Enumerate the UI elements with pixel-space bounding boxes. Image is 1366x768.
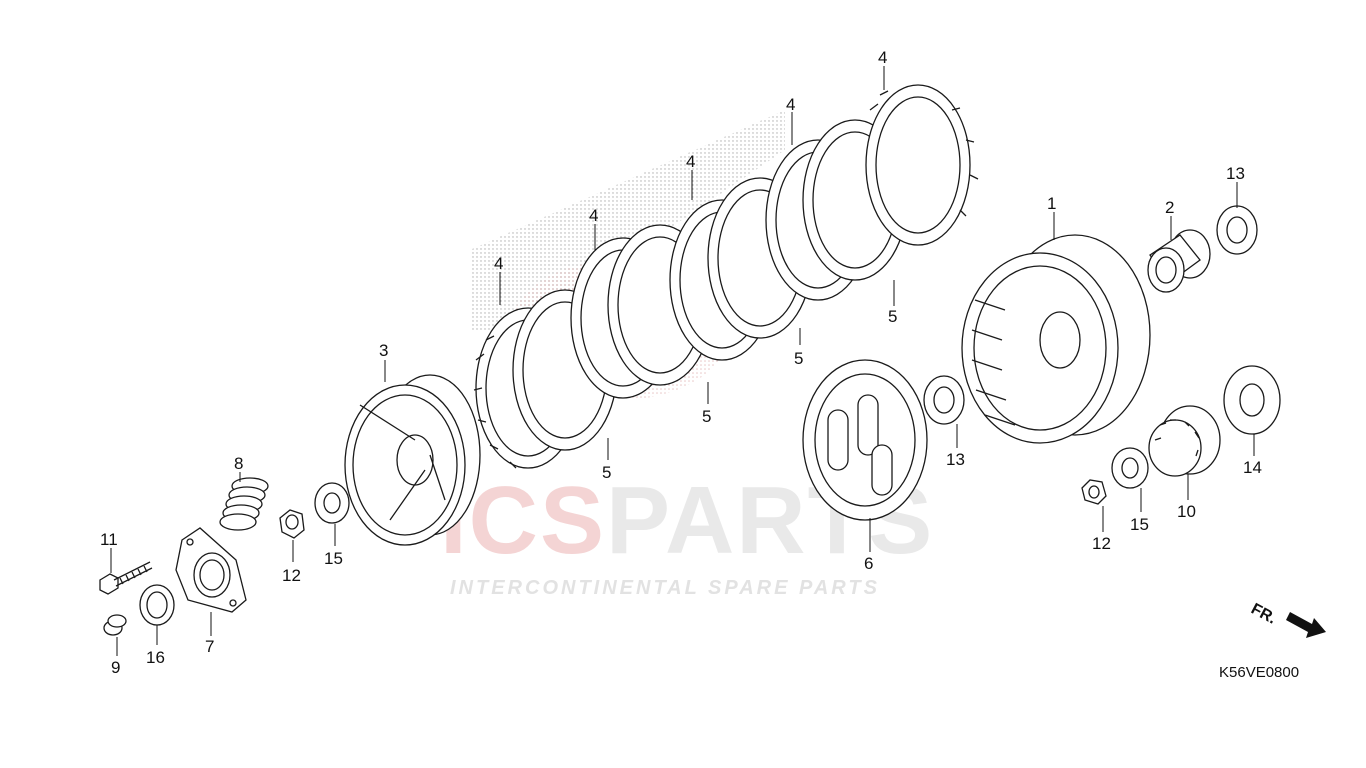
friction-plate-4e	[866, 85, 970, 245]
callout-15a: 15	[324, 549, 343, 568]
callout-1: 1	[1047, 194, 1056, 213]
part-15-washer-left	[315, 483, 349, 523]
callout-4a: 4	[494, 254, 503, 273]
clutch-plate-stack	[474, 85, 978, 468]
part-8-spring	[220, 478, 268, 530]
watermark-tagline: INTERCONTINENTAL SPARE PARTS	[450, 577, 880, 599]
callout-14: 14	[1243, 458, 1262, 477]
front-marker-label: FR.	[1248, 601, 1279, 628]
callout-16: 16	[146, 648, 165, 667]
part-12-nut-left	[280, 510, 304, 538]
part-11-bolt	[100, 562, 152, 594]
part-14-washer	[1224, 366, 1280, 434]
callout-15b: 15	[1130, 515, 1149, 534]
part-9-cap	[104, 615, 126, 635]
callout-7: 7	[205, 637, 214, 656]
callout-5c: 5	[794, 349, 803, 368]
part-12-nut-right	[1082, 480, 1106, 504]
part-15-washer-right	[1112, 448, 1148, 488]
part-1-clutch-outer	[962, 235, 1150, 443]
part-6-clutch-center	[803, 360, 927, 520]
callout-8: 8	[234, 454, 243, 473]
part-7-lifter-plate	[176, 528, 246, 612]
callout-labels: 1 2 3 4 4 4 4 4 4 5 5 5 5 6 7 8 9 10 11 …	[100, 48, 1262, 677]
callout-11: 11	[100, 530, 118, 549]
part-2-collar	[1148, 230, 1210, 292]
front-direction-marker: FR.	[1248, 601, 1326, 638]
callout-13a: 13	[946, 450, 965, 469]
callout-5b: 5	[702, 407, 711, 426]
callout-10: 10	[1177, 502, 1196, 521]
callout-4d: 4	[786, 95, 795, 114]
part-13-washer-right	[1217, 206, 1257, 254]
callout-5a: 5	[602, 463, 611, 482]
callout-13b: 13	[1226, 164, 1245, 183]
callout-3: 3	[379, 341, 388, 360]
callout-4b: 4	[589, 206, 598, 225]
callout-4e: 4	[878, 48, 887, 67]
part-13-washer-middle	[924, 376, 964, 424]
callout-2: 2	[1165, 198, 1174, 217]
part-10-gear	[1149, 406, 1220, 476]
leader-lines	[110, 66, 1255, 656]
callout-6: 6	[864, 554, 873, 573]
callout-4c: 4	[686, 152, 695, 171]
callout-12b: 12	[1092, 534, 1111, 553]
svg-text:ICSPARTS: ICSPARTS	[440, 467, 934, 574]
diagram-code: K56VE0800	[1219, 664, 1299, 681]
callout-9: 9	[111, 658, 120, 677]
callout-5d: 5	[888, 307, 897, 326]
part-16-bearing	[140, 585, 174, 625]
callout-12a: 12	[282, 566, 301, 585]
part-3-pressure-plate	[345, 375, 480, 545]
